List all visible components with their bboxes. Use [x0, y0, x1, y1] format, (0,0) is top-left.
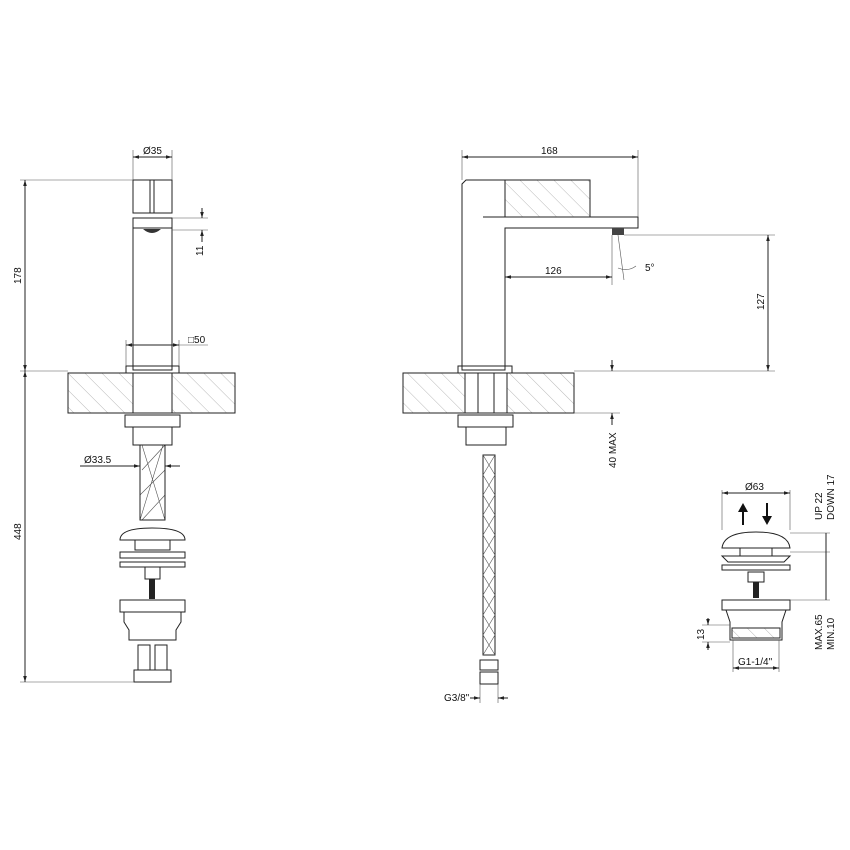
drain-detail: Ø63 UP 22 DOWN 17 MAX.65 MIN.10 13 G1-1/…	[696, 474, 837, 672]
arrow-up-icon	[738, 503, 748, 525]
side-view: 168 126 5° 127 40 MAX G3/8"	[402, 146, 775, 704]
dim-127: 127	[756, 293, 767, 310]
dim-126: 126	[545, 266, 562, 277]
dim-g3-8: G3/8"	[444, 693, 470, 704]
dim-max65: MAX.65	[814, 614, 825, 650]
dim-11: 11	[195, 245, 206, 256]
dim-angle: 5°	[645, 263, 655, 274]
dim-168: 168	[541, 146, 558, 157]
dim-down17: DOWN 17	[826, 474, 837, 520]
faucet-handle	[132, 179, 173, 214]
dim-g1-1-4: G1-1/4"	[738, 657, 773, 668]
waste-body	[119, 599, 186, 613]
dim-40max: 40 MAX	[608, 432, 619, 468]
dim-square50: □50	[188, 335, 206, 346]
dim-13: 13	[696, 628, 707, 640]
dim-dia35: Ø35	[143, 146, 162, 157]
hose	[139, 444, 166, 521]
faucet-body	[132, 217, 173, 371]
dim-448: 448	[13, 523, 24, 540]
dim-dia33-5: Ø33.5	[84, 455, 112, 466]
dim-min10: MIN.10	[826, 617, 837, 650]
front-view: Ø35 178 448 11 □50 Ø33.5	[13, 146, 236, 683]
arrow-down-icon	[762, 503, 772, 525]
dim-up22: UP 22	[814, 492, 825, 520]
dim-178: 178	[13, 267, 24, 284]
drain-cap	[721, 531, 791, 549]
dim-dia63: Ø63	[745, 482, 764, 493]
